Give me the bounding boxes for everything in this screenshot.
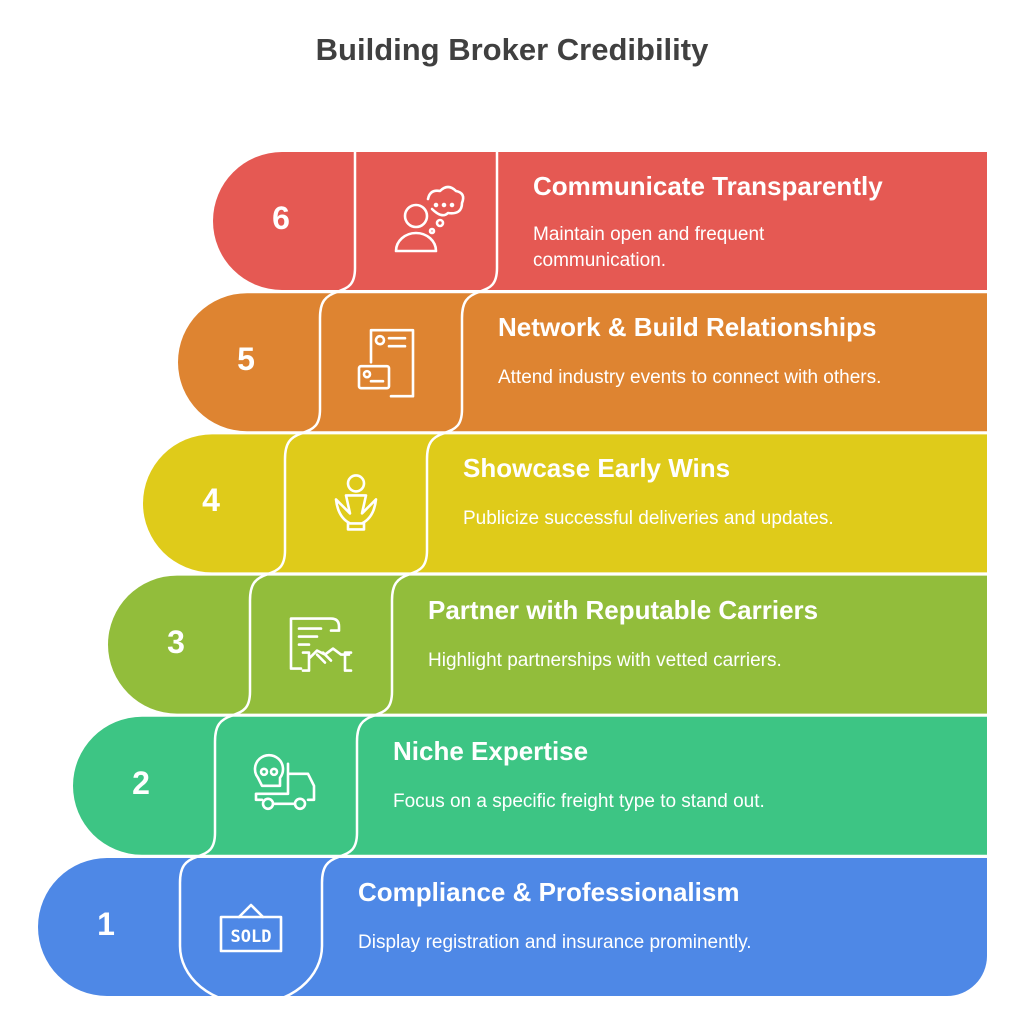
person-thought-icon: [394, 185, 465, 253]
step-description: Maintain open and frequent communication…: [533, 224, 765, 271]
step-6-band: [213, 152, 987, 290]
step-title: Network & Build Relationships: [498, 312, 877, 343]
connector-line-right: [320, 152, 499, 946]
step-number: 4: [202, 482, 220, 519]
step-title: Niche Expertise: [393, 735, 589, 766]
step-title: Communicate Transparently: [533, 171, 883, 201]
step-1-band: [38, 858, 987, 996]
step-number: 2: [132, 764, 150, 801]
step-title: Compliance & Professionalism: [358, 877, 740, 907]
step-5-band: [178, 293, 987, 432]
connector-line-left: [178, 152, 357, 1006]
trophy-person-icon: [334, 474, 378, 531]
diagram-title: Building Broker Credibility: [315, 32, 709, 67]
hazardous-truck-icon: [253, 753, 316, 811]
sold-sign-icon: SOLD: [219, 903, 283, 953]
contact-cards-icon: [357, 328, 415, 398]
step-title: Partner with Reputable Carriers: [428, 594, 819, 625]
step-number: 6: [272, 200, 290, 236]
step-title: Showcase Early Wins: [463, 453, 731, 484]
step-number: 1: [97, 906, 115, 942]
svg-text:SOLD: SOLD: [231, 927, 272, 947]
step-description: Publicize successful deliveries and upda…: [463, 508, 834, 530]
step-description: Attend industry events to connect with o…: [498, 367, 882, 389]
step-description: Highlight partnerships with vetted carri…: [428, 649, 782, 671]
step-number: 3: [167, 623, 185, 660]
step-description: Focus on a specific freight type to stan…: [393, 790, 765, 812]
step-2-band: [73, 716, 987, 855]
contract-handshake-icon: [289, 617, 353, 672]
step-4-band: [143, 434, 987, 573]
step-description: Display registration and insurance promi…: [358, 932, 752, 953]
step-3-band: [108, 575, 988, 714]
step-number: 5: [237, 341, 255, 378]
